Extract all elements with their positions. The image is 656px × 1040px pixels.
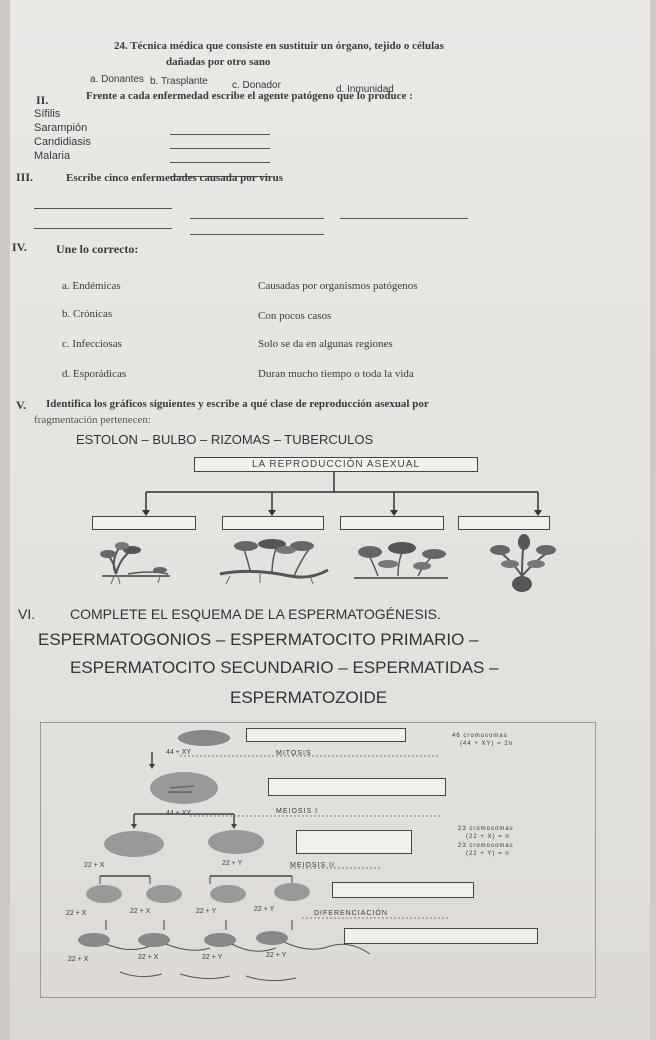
section-2-numeral: II.: [36, 93, 49, 107]
reproduction-answer-box-1[interactable]: [92, 516, 196, 530]
asexual-reproduction-diagram: [100, 472, 556, 592]
spermatogenesis-bank-line2: ESPERMATOCITO SECUNDARIO – ESPERMATIDAS …: [70, 658, 499, 677]
label-diferenciacion: DIFERENCIACIÓN: [314, 910, 388, 917]
answer-line-malaria[interactable]: [170, 162, 270, 163]
q24-option-b[interactable]: b. Trasplante: [150, 76, 208, 87]
bulb-plant-icon: [490, 534, 556, 592]
label-row4-1: 22 + X: [66, 910, 87, 917]
chromosomes-46-formula: (44 + XY) = 2n: [460, 741, 514, 747]
label-22y: 22 + Y: [222, 860, 243, 867]
reproduction-answer-box-3[interactable]: [340, 516, 444, 530]
answer-line-sarampion[interactable]: [170, 134, 270, 135]
spermatogenesis-answer-box-3[interactable]: [296, 830, 412, 854]
chromosomes-23x-label: 23 cromosomas: [458, 826, 514, 832]
chromosomes-23x-formula: (22 + X) = n: [466, 834, 510, 840]
section-5-heading-line2: fragmentación pertenecen:: [34, 414, 151, 426]
match-left-esporadicas[interactable]: d. Esporádicas: [62, 368, 127, 380]
disease-candidiasis: Candidiasis: [34, 136, 91, 148]
chromosomes-23y-label: 23 cromosomas: [458, 843, 514, 849]
virus-answer-line-4[interactable]: [34, 228, 172, 229]
label-row5-4: 22 + Y: [266, 952, 287, 959]
section-6-heading: COMPLETE EL ESQUEMA DE LA ESPERMATOGÉNES…: [70, 606, 441, 622]
section-4-numeral: IV.: [12, 240, 27, 254]
label-mitosis: MITOSIS: [276, 750, 312, 757]
label-row4-3: 22 + Y: [196, 908, 217, 915]
disease-sarampion: Sarampión: [34, 122, 88, 134]
tuber-plant-icon: [354, 542, 448, 579]
section-3-heading: Escribe cinco enfermedades causada por v…: [66, 172, 284, 184]
section-5-numeral: V.: [16, 398, 27, 412]
section-2-heading: Frente a cada enfermedad escribe el agen…: [86, 90, 413, 102]
label-meiosis-2: MEIOSIS II: [290, 862, 336, 869]
label-meiosis-1: MEIOSIS I: [276, 808, 319, 815]
match-right-pocos-casos[interactable]: Con pocos casos: [258, 310, 332, 322]
q24-title-line2: dañadas por otro sano: [166, 56, 271, 68]
label-row4-2: 22 + X: [130, 908, 151, 915]
q24-option-d[interactable]: d. Inmunidad: [336, 84, 394, 95]
label-row5-3: 22 + Y: [202, 954, 223, 961]
label-row4-4: 22 + Y: [254, 906, 275, 913]
match-left-infecciosas[interactable]: c. Infecciosas: [62, 338, 122, 350]
label-22x: 22 + X: [84, 862, 105, 869]
reproduction-word-bank: ESTOLON – BULBO – RIZOMAS – TUBERCULOS: [76, 432, 374, 447]
section-3-numeral: III.: [16, 170, 34, 184]
label-44xy-top: 44 + XY: [166, 749, 192, 756]
diagram-title-box: LA REPRODUCCIÓN ASEXUAL: [194, 457, 478, 472]
match-right-regiones[interactable]: Solo se da en algunas regiones: [258, 338, 393, 350]
spermatogenesis-answer-box-1[interactable]: [246, 728, 406, 742]
disease-malaria: Malaria: [34, 150, 71, 162]
match-right-toda-la-vida[interactable]: Duran mucho tiempo o toda la vida: [258, 368, 414, 380]
section-4-heading: Une lo correcto:: [56, 242, 139, 256]
label-44xy-mid: 44 + XY: [166, 810, 192, 817]
virus-answer-line-5[interactable]: [190, 234, 324, 235]
section-6-numeral: VI.: [18, 606, 36, 622]
chromosomes-23y-formula: (22 + Y) = n: [466, 851, 510, 857]
spermatogenesis-answer-box-4[interactable]: [332, 882, 474, 898]
disease-sifilis: Sífilis: [34, 108, 61, 120]
match-left-endemicas[interactable]: a. Endémicas: [62, 280, 121, 292]
spermatogenesis-bank-line1: ESPERMATOGONIOS – ESPERMATOCITO PRIMARIO…: [38, 630, 479, 649]
spermatogenesis-bank-line3: ESPERMATOZOIDE: [230, 688, 388, 707]
rhizome-plant-icon: [219, 539, 329, 585]
stolon-plant-icon: [100, 542, 170, 585]
q24-option-c[interactable]: c. Donador: [232, 80, 281, 91]
section-5-heading-line1: Identifica los gráficos siguientes y esc…: [46, 398, 429, 410]
spermatogenesis-answer-box-2[interactable]: [268, 778, 446, 796]
match-left-cronicas[interactable]: b. Crónicas: [62, 308, 113, 320]
q24-title-line1: 24. Técnica médica que consiste en susti…: [114, 40, 444, 52]
spermatogenesis-cells: [78, 730, 448, 982]
answer-line-extra[interactable]: [170, 176, 270, 177]
label-row5-1: 22 + X: [68, 956, 89, 963]
worksheet-page: 24. Técnica médica que consiste en susti…: [10, 0, 650, 1040]
match-right-patogenos[interactable]: Causadas por organismos patógenos: [258, 280, 418, 292]
virus-answer-line-2[interactable]: [190, 218, 324, 219]
reproduction-answer-box-2[interactable]: [222, 516, 324, 530]
spermatogenesis-diagram: [40, 722, 596, 998]
q24-option-a[interactable]: a. Donantes: [90, 74, 144, 85]
spermatogenesis-answer-box-5[interactable]: [344, 928, 538, 944]
answer-line-candidiasis[interactable]: [170, 148, 270, 149]
virus-answer-line-3[interactable]: [340, 218, 468, 219]
label-row5-2: 22 + X: [138, 954, 159, 961]
virus-answer-line-1[interactable]: [34, 208, 172, 209]
chromosomes-46-label: 46 cromosomas: [452, 733, 508, 739]
reproduction-answer-box-4[interactable]: [458, 516, 550, 530]
